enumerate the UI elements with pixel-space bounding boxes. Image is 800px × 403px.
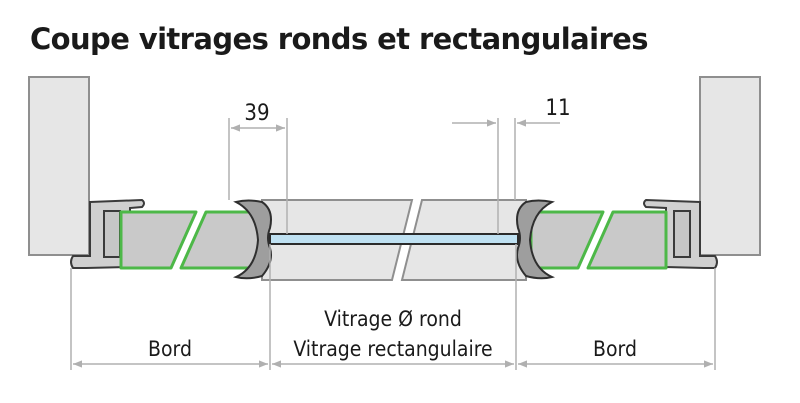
seal-right — [516, 199, 556, 280]
label-glazing-round: Vitrage Ø rond — [324, 307, 462, 331]
dimension-label-left: 39 — [244, 101, 269, 126]
dimension-39 — [228, 118, 288, 234]
edge-profile-right — [643, 198, 718, 269]
bottom-dimensions — [70, 244, 716, 370]
label-edge-right: Bord — [593, 337, 637, 361]
label-glazing-rect: Vitrage rectangulaire — [293, 337, 492, 361]
label-edge-left: Bord — [148, 337, 192, 361]
glass-pane — [269, 233, 519, 245]
glazing-frame — [261, 199, 527, 281]
dimension-label-right: 11 — [545, 96, 570, 121]
wall-right — [699, 76, 761, 256]
dimension-11 — [452, 118, 560, 234]
page-title: Coupe vitrages ronds et rectangulaires — [30, 22, 648, 56]
wall-left — [28, 76, 90, 256]
insulation-right — [529, 210, 668, 270]
insulation-left — [119, 210, 265, 270]
